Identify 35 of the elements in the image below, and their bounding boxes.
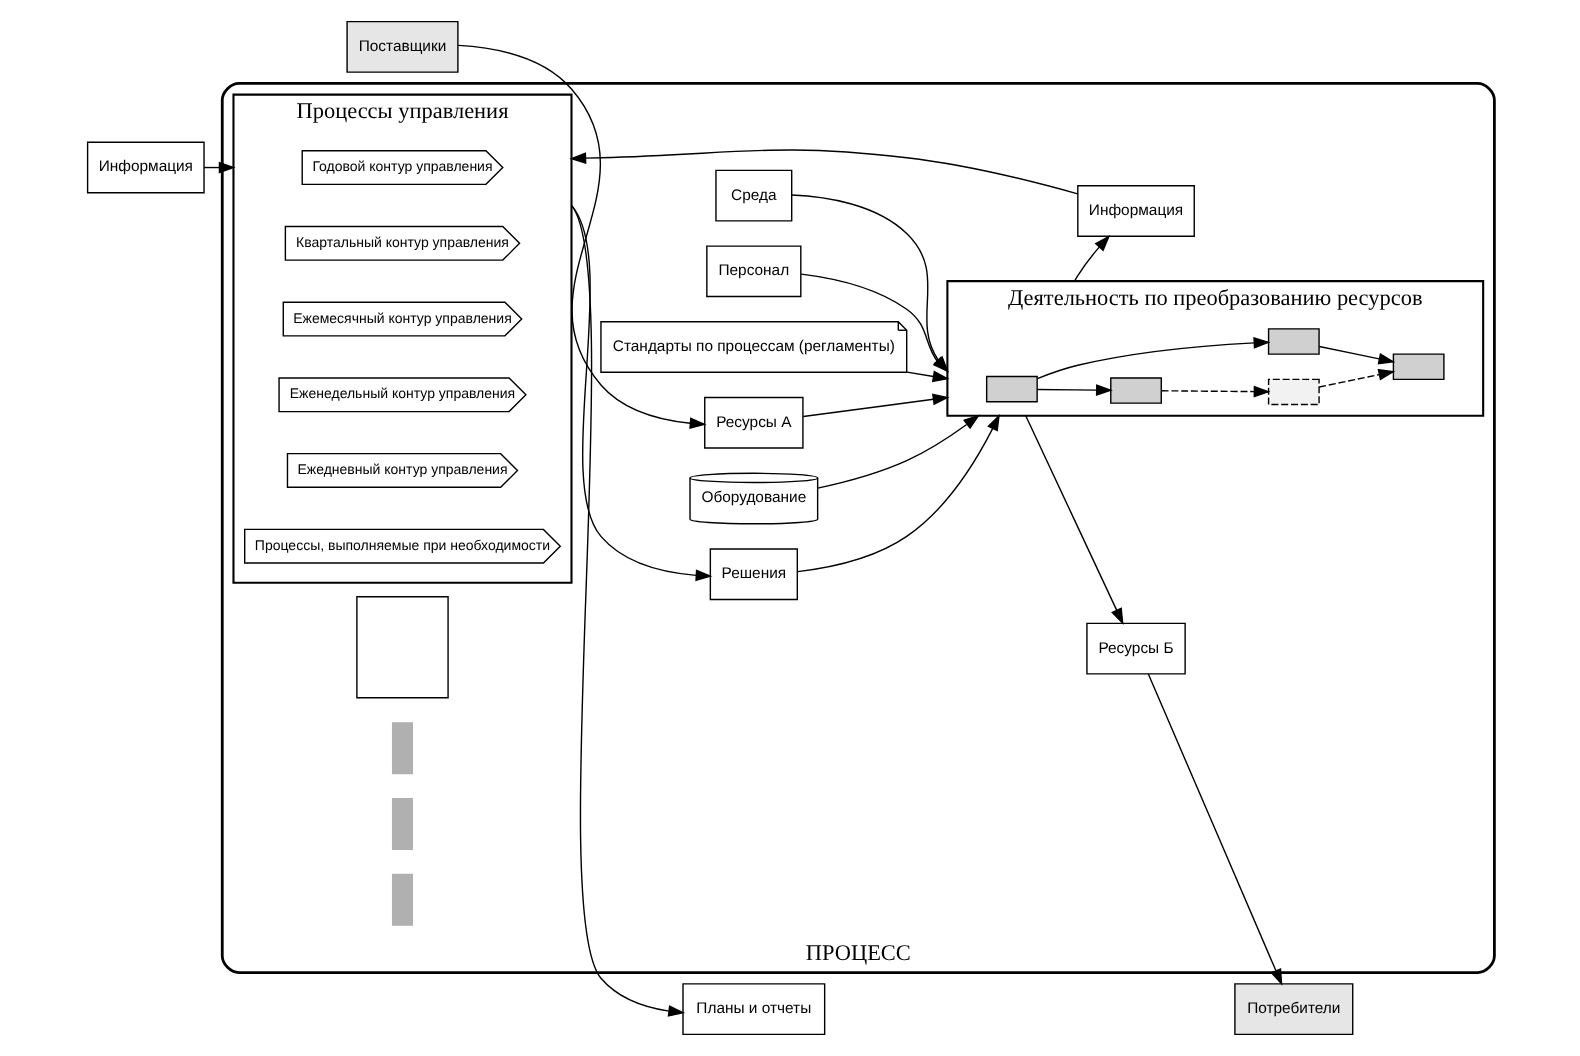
node-box — [984, 375, 1037, 403]
node-box — [1391, 353, 1444, 381]
node-box: Ресурсы А — [703, 396, 803, 449]
arrow — [816, 414, 980, 489]
node-box: Планы и отчеты — [681, 983, 825, 1036]
node-box: Ресурсы Б — [1085, 622, 1185, 675]
arrow — [905, 370, 949, 383]
arrow — [1072, 234, 1110, 282]
arrow — [801, 393, 949, 418]
node-box: Потребители — [1233, 983, 1353, 1036]
arrow — [796, 413, 999, 573]
node-box: Информация — [1076, 185, 1194, 237]
node-box — [1266, 378, 1319, 406]
cluster: Деятельность по преобразованию ресурсов — [945, 280, 1484, 417]
node-box: Персонал — [705, 245, 801, 298]
node-box — [1109, 377, 1161, 404]
arrow — [568, 149, 1078, 195]
node-box: Решения — [708, 548, 797, 601]
node-box: Среда — [714, 169, 792, 222]
arrow — [1159, 385, 1270, 398]
arrow — [1317, 368, 1395, 388]
node-box — [355, 596, 448, 699]
node-person — [390, 798, 412, 850]
node-person — [390, 873, 412, 926]
node-box — [1266, 328, 1319, 355]
arrow — [1035, 337, 1270, 380]
arrow — [1317, 345, 1395, 365]
node-box: Поставщики — [345, 20, 458, 73]
arrow — [456, 44, 706, 430]
arrow — [1024, 415, 1123, 625]
node-person — [390, 722, 412, 775]
arrow — [1035, 384, 1112, 396]
arrow — [569, 204, 685, 1017]
arrow — [1146, 673, 1282, 986]
node-box: Информация — [85, 141, 204, 194]
